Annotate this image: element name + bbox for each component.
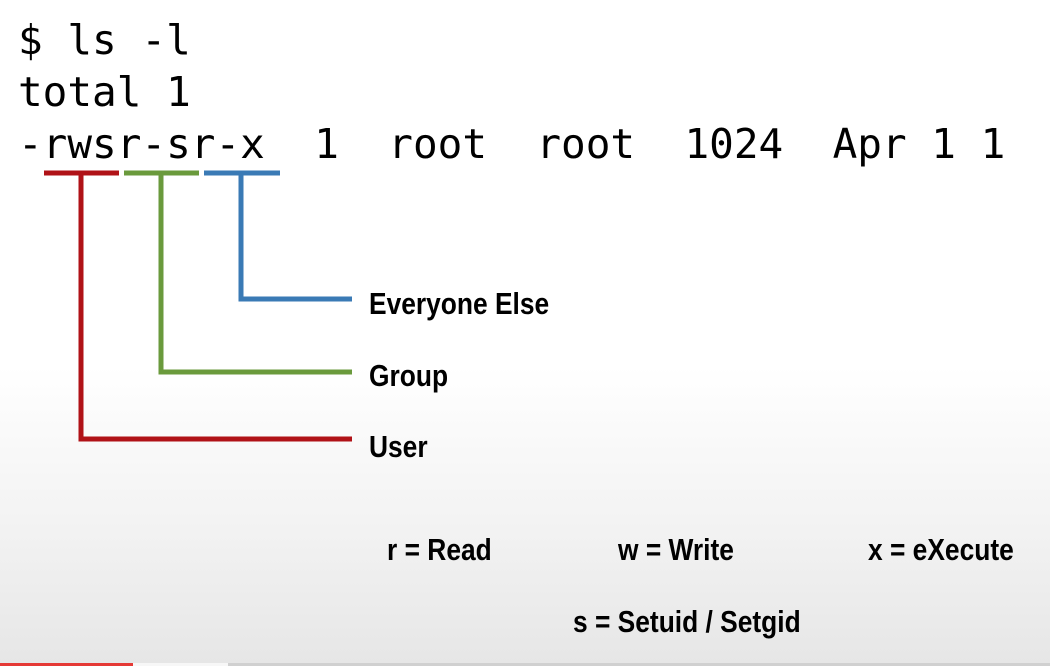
other-bracket xyxy=(238,173,352,302)
legend-execute: x = eXecute xyxy=(868,532,1014,567)
group-bracket xyxy=(158,173,352,375)
video-progress-bar[interactable] xyxy=(0,663,1050,666)
user-bracket xyxy=(78,173,352,442)
terminal-total: total 1 xyxy=(18,68,191,116)
group-label: Group xyxy=(369,358,449,393)
user-connector xyxy=(44,170,352,442)
other-connector xyxy=(204,170,352,302)
video-progress-fill xyxy=(0,663,134,666)
legend-setuid: s = Setuid / Setgid xyxy=(573,604,801,639)
everyone-else-label: Everyone Else xyxy=(369,286,550,321)
user-label: User xyxy=(369,429,428,464)
legend-read: r = Read xyxy=(387,532,492,567)
video-buffer-bar xyxy=(133,663,228,666)
terminal-command: $ ls -l xyxy=(18,16,191,64)
terminal-listing: -rwsr-sr-x 1 root root 1024 Apr 1 1 xyxy=(18,120,1006,168)
legend-write: w = Write xyxy=(618,532,734,567)
group-connector xyxy=(124,170,352,375)
